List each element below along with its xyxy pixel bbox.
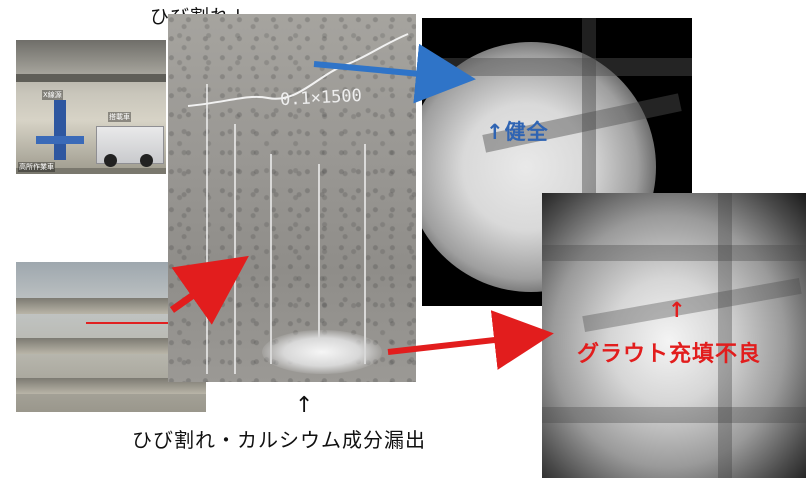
red-arrow-left xyxy=(169,255,249,325)
xray-horizontal-band xyxy=(542,245,806,261)
bridge-beam xyxy=(16,74,166,82)
girder-slab xyxy=(16,298,206,314)
defect-arrow: ↑ xyxy=(668,298,686,322)
chalk-crack-line xyxy=(318,164,320,364)
bridge-deck xyxy=(16,40,166,74)
blue-arrow xyxy=(313,43,476,104)
girder-underside-photo xyxy=(16,262,206,412)
chalk-crack-line xyxy=(234,124,236,374)
xray-image-grout-defect xyxy=(542,193,806,478)
bottom-up-arrow: ↑ xyxy=(295,393,314,418)
truck-wheel xyxy=(140,154,153,167)
ground xyxy=(16,168,166,174)
girder-slab xyxy=(16,378,206,394)
inspection-vehicle-photo: X線源 搭載車 高所作業車 xyxy=(16,40,166,174)
red-arrow-right xyxy=(387,310,554,370)
xray-crane-base xyxy=(36,136,84,144)
healthy-label: ↑健全 xyxy=(486,120,549,144)
chalk-crack-line xyxy=(270,154,272,364)
label-xray-source: X線源 xyxy=(42,90,63,100)
chalk-crack-line xyxy=(206,84,208,374)
truck-wheel xyxy=(104,154,117,167)
xray-horizontal-band xyxy=(422,58,692,76)
xray-vertical-band xyxy=(718,193,732,478)
label-vehicle: 搭載車 xyxy=(108,112,131,122)
chalk-crack-line xyxy=(364,144,366,364)
grout-defect-label: グラウト充填不良 xyxy=(577,342,762,367)
label-aerial-work-vehicle: 高所作業車 xyxy=(18,162,55,172)
bottom-caption: ひび割れ・カルシウム成分漏出 xyxy=(132,428,426,452)
girder-slab xyxy=(16,338,206,354)
xray-crane-arm xyxy=(54,100,66,160)
calcium-efflorescence xyxy=(262,330,382,374)
chalk-crack-curve xyxy=(187,33,409,107)
xray-horizontal-band xyxy=(542,407,806,423)
